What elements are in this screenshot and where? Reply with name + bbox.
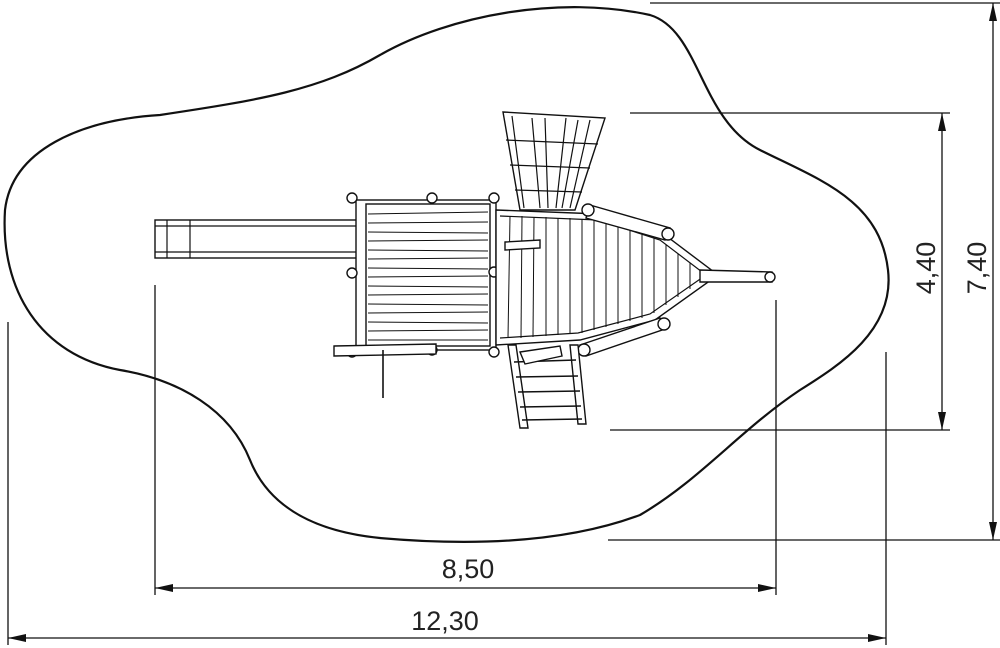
climbing-net [502, 111, 606, 211]
ladder [507, 344, 587, 429]
dimension-outer-depth: 7,40 [608, 2, 1000, 541]
inner-width-label: 8,50 [442, 554, 495, 584]
ship-deck [495, 203, 776, 357]
dimension-outer-width: 12,30 [7, 322, 887, 645]
dimension-inner-depth: 4,40 [610, 112, 950, 431]
safety-zone-outline [3, 6, 890, 543]
dimension-inner-width: 8,50 [154, 285, 777, 595]
slide [154, 219, 361, 259]
outer-width-label: 12,30 [411, 606, 479, 636]
outer-depth-label: 7,40 [962, 242, 992, 295]
platform [333, 192, 500, 398]
inner-depth-label: 4,40 [911, 242, 941, 295]
